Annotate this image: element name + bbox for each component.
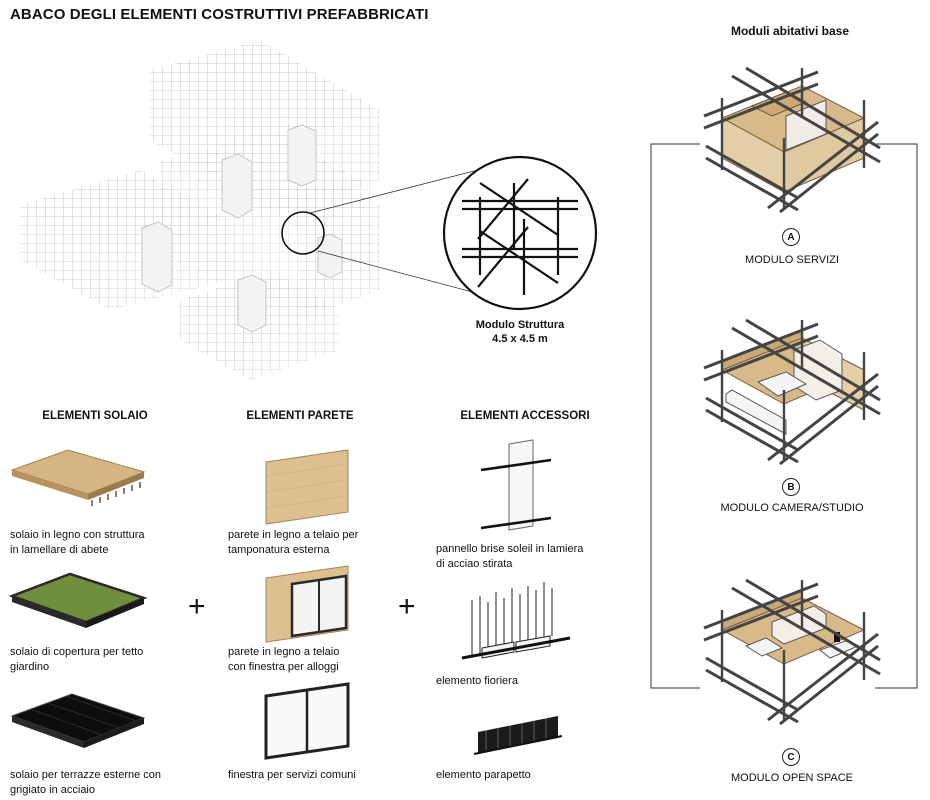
parete-window-image bbox=[265, 565, 349, 643]
caption-line: finestra per servizi comuni bbox=[228, 769, 356, 781]
brise-soleil-image bbox=[480, 439, 552, 531]
caption-line: con finestra per alloggi bbox=[228, 661, 339, 673]
parete-item-3-caption: finestra per servizi comuni bbox=[228, 768, 356, 783]
caption-line: parete in legno a telaio bbox=[228, 646, 340, 658]
caption-line: solaio in legno con struttura bbox=[10, 529, 145, 541]
plus-sign: + bbox=[398, 590, 416, 623]
module-a-label: MODULO SERVIZI bbox=[745, 254, 839, 266]
module-open-space-image bbox=[703, 578, 881, 726]
caption-line: di acciao stirata bbox=[436, 558, 513, 570]
grid-block-top bbox=[150, 40, 380, 150]
solaio-item-3-caption: solaio per terrazze esterne con grigiato… bbox=[10, 768, 161, 798]
grid-block-bottom bbox=[180, 270, 340, 345]
caption-line: in lamellare di abete bbox=[10, 544, 109, 556]
solaio-wood-image bbox=[10, 449, 146, 506]
solaio-steel-grating-image bbox=[10, 693, 146, 748]
caption-line: tamponatura esterna bbox=[228, 544, 330, 556]
caption-line: solaio di copertura per tetto bbox=[10, 646, 144, 658]
caption-line: parete in legno a telaio per bbox=[228, 529, 359, 541]
page-title: ABACO DEGLI ELEMENTI COSTRUTTIVI PREFABB… bbox=[10, 6, 429, 23]
solaio-item-1-caption: solaio in legno con struttura in lamella… bbox=[10, 528, 145, 558]
fioriera-image bbox=[461, 582, 571, 660]
caption-line: grigiato in acciaio bbox=[10, 784, 95, 796]
module-servizi-image bbox=[703, 66, 881, 214]
parete-glass-window-image bbox=[264, 682, 350, 760]
grid-block-center bbox=[160, 130, 370, 220]
parapetto-image bbox=[473, 716, 563, 755]
service-towers bbox=[141, 124, 343, 333]
structure-module-size: 4.5 x 4.5 m bbox=[492, 333, 548, 345]
plus-sign: + bbox=[188, 590, 206, 623]
solaio-green-roof-image bbox=[8, 572, 148, 628]
grid-block-left bbox=[20, 170, 230, 260]
parete-item-1-caption: parete in legno a telaio per tamponatura… bbox=[228, 528, 358, 558]
modules-bracket bbox=[650, 143, 918, 689]
module-camera-image bbox=[703, 318, 881, 466]
structure-module-label: Modulo Struttura 4.5 x 4.5 m bbox=[440, 318, 600, 346]
caption-line: giardino bbox=[10, 661, 50, 673]
modules-title: Moduli abitativi base bbox=[730, 24, 850, 38]
solaio-item-2-caption: solaio di copertura per tetto giardino bbox=[10, 645, 143, 675]
caption-line: solaio per terrazze esterne con bbox=[10, 769, 162, 781]
grid-block-right bbox=[260, 180, 380, 230]
parete-wood-image bbox=[265, 449, 349, 525]
detail-highlight-circle bbox=[281, 211, 325, 255]
caption-line: elemento parapetto bbox=[436, 769, 531, 781]
parete-item-2-caption: parete in legno a telaio con finestra pe… bbox=[228, 645, 339, 675]
structure-module-name: Modulo Struttura bbox=[475, 319, 565, 331]
module-c-marker: C bbox=[782, 748, 800, 766]
module-a-marker: A bbox=[782, 228, 800, 246]
module-b-label: MODULO CAMERA/STUDIO bbox=[720, 502, 864, 514]
structure-module-detail bbox=[442, 155, 598, 311]
accessori-header: ELEMENTI ACCESSORI bbox=[460, 410, 590, 422]
caption-line: pannello brise soleil in lamiera bbox=[436, 543, 584, 555]
module-c-label: MODULO OPEN SPACE bbox=[730, 772, 854, 784]
caption-line: elemento fioriera bbox=[436, 675, 518, 687]
accessori-item-2-caption: elemento fioriera bbox=[436, 674, 518, 689]
accessori-item-1-caption: pannello brise soleil in lamiera di acci… bbox=[436, 542, 583, 572]
accessori-item-3-caption: elemento parapetto bbox=[436, 768, 531, 783]
module-b-marker: B bbox=[782, 478, 800, 496]
parete-header: ELEMENTI PARETE bbox=[246, 410, 354, 422]
solaio-header: ELEMENTI SOLAIO bbox=[42, 410, 148, 422]
